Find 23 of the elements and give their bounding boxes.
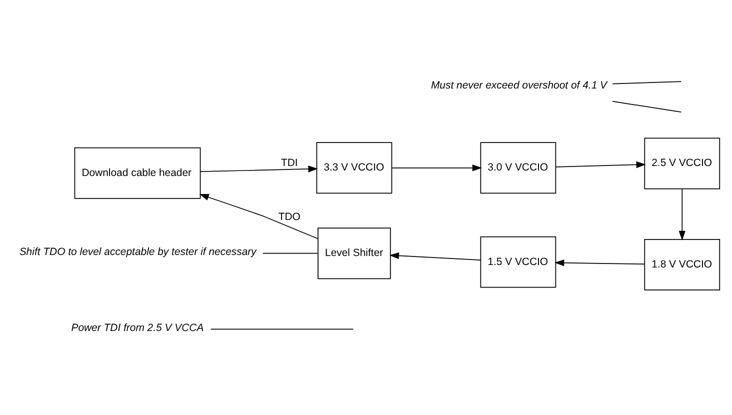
arrow bbox=[678, 188, 686, 240]
arrow bbox=[391, 164, 482, 171]
arrow bbox=[200, 165, 318, 172]
arrow bbox=[554, 258, 646, 266]
node-text: Shift TDO to level acceptable by tester if necessary bbox=[19, 246, 256, 258]
connector bbox=[210, 328, 354, 330]
node-text: Power TDI from 2.5 V VCCA bbox=[71, 322, 204, 334]
node-box: 3.3 V VCCIO bbox=[316, 142, 392, 194]
arrow bbox=[389, 252, 482, 260]
node-box: Download cable header bbox=[74, 146, 201, 198]
connector bbox=[612, 80, 682, 84]
connector bbox=[612, 100, 682, 112]
edge-label: TDI bbox=[280, 157, 298, 168]
node-box: 2.5 V VCCIO bbox=[644, 137, 720, 189]
node-box: 3.0 V VCCIO bbox=[480, 142, 556, 194]
node-box: 1.5 V VCCIO bbox=[480, 236, 556, 288]
connector bbox=[262, 252, 318, 254]
arrow bbox=[199, 194, 318, 239]
arrow bbox=[555, 160, 646, 168]
edge-label: TDO bbox=[278, 211, 300, 222]
node-text: Must never exceed overshoot of 4.1 V bbox=[430, 80, 608, 92]
node-box: 1.8 V VCCIO bbox=[644, 238, 720, 290]
node-box: Level Shifter bbox=[318, 227, 391, 279]
